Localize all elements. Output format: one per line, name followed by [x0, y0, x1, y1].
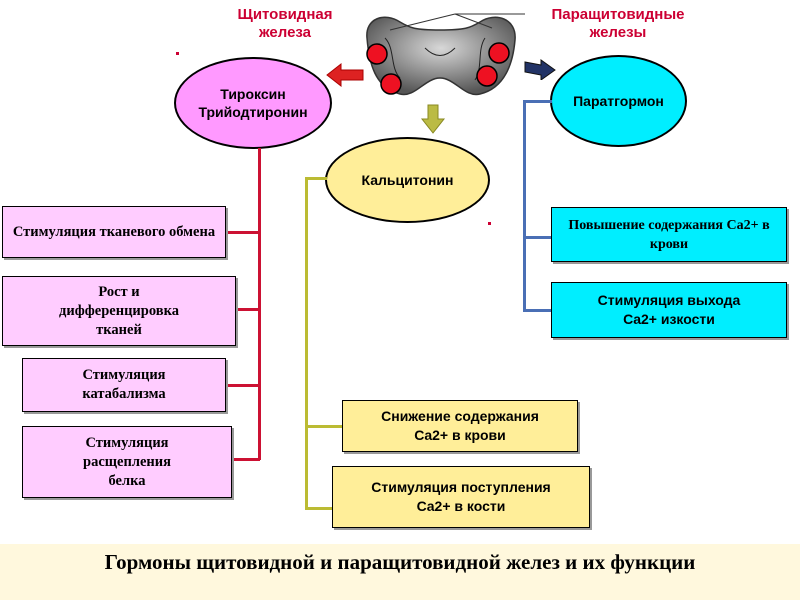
calcitonin-node: Кальцитонин: [325, 137, 490, 223]
parathormone-node: Паратгормон: [550, 55, 687, 147]
thyroid-hormones-node: Тироксин Трийодтиронин: [174, 57, 332, 149]
gland-illustration: [366, 16, 516, 96]
connector: [523, 309, 551, 312]
calcitonin-effect-box: Снижение содержания Ca2+ в крови: [342, 400, 578, 452]
parathyroid-gland-dot: [476, 65, 498, 87]
thyroid-effect-box: Стимуляция расщепления белка: [22, 426, 232, 498]
thyroid-effect-box: Стимуляция тканевого обмена: [2, 206, 226, 258]
connector: [236, 308, 260, 311]
thyroid-effect-box: Стимуляция катабализма: [22, 358, 226, 412]
connector: [305, 177, 308, 510]
arrow-to-calcitonin: [420, 104, 446, 134]
thyroid-effect-box: Рост и дифференцировка тканей: [2, 276, 236, 346]
connector: [258, 148, 261, 460]
calcitonin-effect-box: Стимуляция поступления Ca2+ в кости: [332, 466, 590, 528]
parathyroid-gland-dot: [366, 43, 388, 65]
parathyroid-gland-dot: [380, 73, 402, 95]
connector: [523, 100, 526, 312]
connector: [305, 425, 343, 428]
connector: [523, 236, 551, 239]
triiodothyronine-label: Трийодтиронин: [198, 104, 308, 120]
arrow-to-thyroid-hormones: [326, 62, 364, 88]
parathormone-effect-box: Повышение содержания Ca2+ в крови: [551, 207, 787, 262]
thyroxine-label: Тироксин: [220, 86, 286, 102]
thyroid-label: Щитовидная железа: [237, 6, 333, 41]
connector: [523, 100, 552, 103]
parathyroid-gland-dot: [488, 42, 510, 64]
connector: [226, 384, 260, 387]
decorative-dot: [176, 52, 179, 55]
connector: [305, 177, 327, 180]
connector: [305, 507, 333, 510]
arrow-to-parathormone: [524, 59, 556, 80]
parathyroid-label: Паращитовидные железы: [551, 6, 685, 41]
connector: [226, 231, 260, 234]
pointer-lines: [389, 13, 525, 31]
decorative-dot: [488, 222, 491, 225]
parathormone-effect-box: Стимуляция выхода Ca2+ изкости: [551, 282, 787, 338]
slide-title: Гормоны щитовидной и паращитовидной желе…: [0, 544, 800, 600]
connector: [232, 458, 260, 461]
